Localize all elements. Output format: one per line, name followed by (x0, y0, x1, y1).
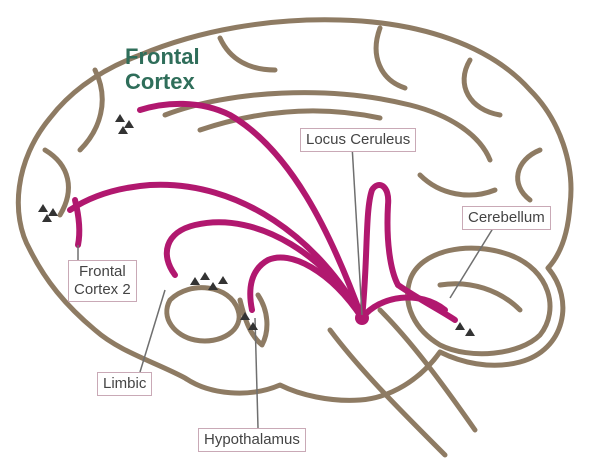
leader-limbic (140, 290, 165, 372)
cortex-fold-2 (45, 150, 68, 215)
cerebellum-fold (440, 284, 520, 310)
cortex-fold-7 (420, 175, 495, 195)
leader-hypothalamus (255, 318, 258, 428)
label-frontal-cortex-2: Frontal Cortex 2 (68, 260, 137, 302)
cortex-fold-4 (376, 28, 405, 88)
cortex-fold-6 (518, 150, 540, 200)
label-locus-ceruleus: Locus Ceruleus (300, 128, 416, 152)
cortex-fold-5 (464, 60, 500, 115)
pathway-frontal-cortex-2-branch (75, 200, 79, 245)
label-frontal-cortex-2-line-2: Cortex 2 (74, 281, 131, 299)
label-hypothalamus: Hypothalamus (198, 428, 306, 452)
cortex-fold-3 (220, 38, 275, 70)
label-limbic: Limbic (97, 372, 152, 396)
terminals-frontal-cortex (115, 114, 134, 134)
terminals-cerebellum (455, 322, 475, 336)
limbic-shape (167, 288, 239, 341)
label-frontal-cortex-line-1: Frontal (125, 44, 200, 69)
label-cerebellum: Cerebellum (462, 206, 551, 230)
terminals-frontal-cortex-2 (38, 204, 58, 222)
label-frontal-cortex-line-2: Cortex (125, 69, 200, 94)
label-frontal-cortex: Frontal Cortex (125, 44, 200, 94)
label-frontal-cortex-2-line-1: Frontal (74, 263, 131, 281)
